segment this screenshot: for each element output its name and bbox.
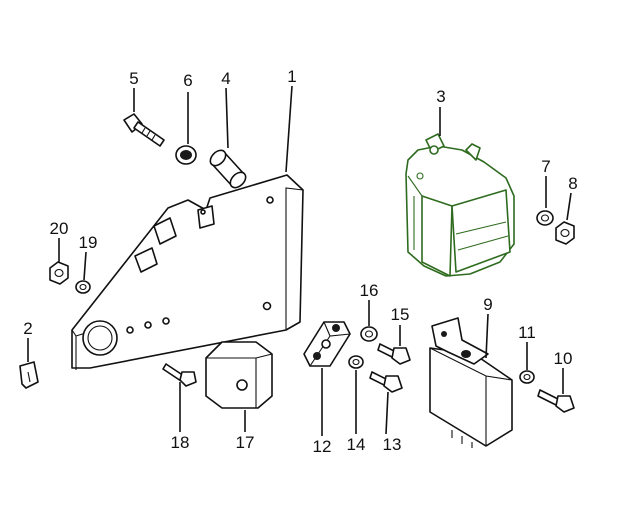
washer-11 (519, 370, 535, 384)
screw-15 (377, 343, 411, 365)
nut-8 (555, 221, 575, 245)
callout-18: 18 (171, 433, 190, 452)
callout-5: 5 (129, 69, 138, 88)
callout-17: 17 (236, 433, 255, 452)
callout-7: 7 (541, 157, 550, 176)
callout-2: 2 (23, 319, 32, 338)
washer-6 (175, 145, 197, 165)
mounting-plate (71, 174, 304, 370)
voltage-regulator (405, 133, 515, 277)
spacer-sleeve (209, 149, 247, 189)
bolt-5 (123, 113, 165, 147)
callout-10: 10 (554, 349, 573, 368)
washer-19 (75, 280, 91, 294)
bolt-10 (537, 389, 575, 413)
callout-19: 19 (79, 233, 98, 252)
callout-4: 4 (221, 69, 230, 88)
washer-7 (536, 210, 554, 226)
nut-20 (49, 261, 69, 285)
callout-15: 15 (391, 305, 410, 324)
washer-14 (348, 355, 364, 369)
rubber-mount (303, 321, 351, 367)
screw-18 (162, 363, 197, 387)
callout-14: 14 (347, 435, 366, 454)
callout-11: 11 (518, 323, 536, 342)
callout-3: 3 (436, 87, 445, 106)
callout-9: 9 (483, 295, 492, 314)
callout-8: 8 (568, 174, 577, 193)
leader-lines (27, 85, 572, 436)
callout-6: 6 (183, 71, 192, 90)
clip-2 (19, 361, 39, 389)
control-unit (429, 317, 513, 448)
screw-13 (369, 371, 403, 393)
callout-13: 13 (383, 435, 402, 454)
callout-20: 20 (50, 219, 69, 238)
callout-16: 16 (360, 281, 379, 300)
callout-1: 1 (287, 67, 296, 86)
callout-12: 12 (313, 437, 332, 456)
relay-box (205, 341, 273, 409)
washer-16 (360, 326, 378, 342)
